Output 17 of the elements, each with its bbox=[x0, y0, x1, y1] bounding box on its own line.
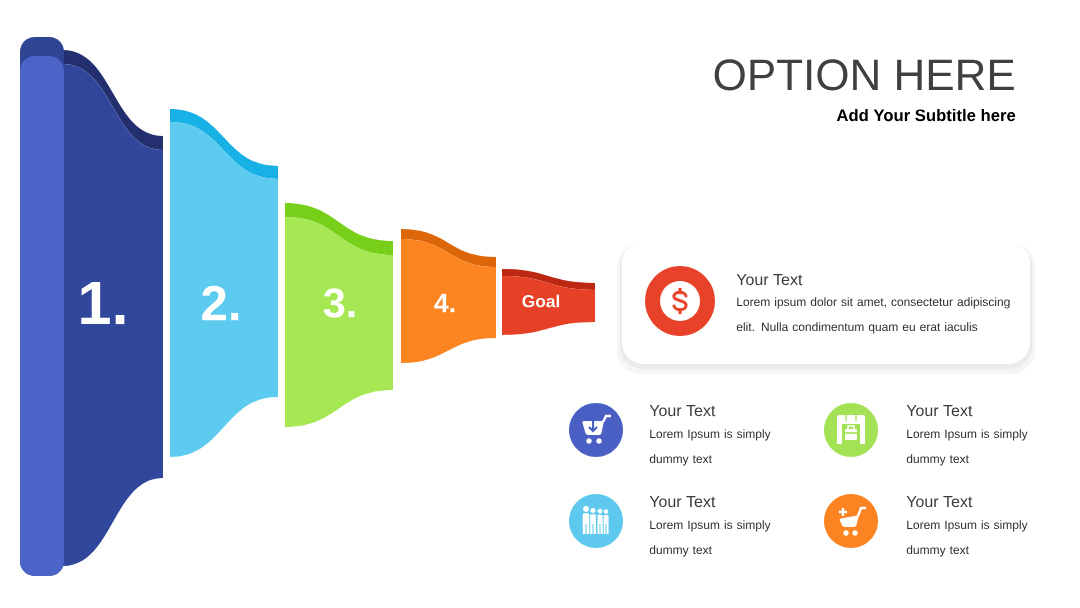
title: OPTION HERE bbox=[714, 59, 1014, 91]
body-text: Lorem Ipsum is simply dummy text bbox=[906, 520, 1028, 557]
body-text: Lorem ipsum dolor sit amet, consectetur adipiscing elit. Nulla condimentum quam eu erat iaculis bbox=[736, 297, 1010, 334]
funnel-segment: 2. bbox=[170, 109, 278, 457]
funnel-segment: Goal bbox=[502, 269, 595, 335]
funnel-segment: 1. bbox=[20, 37, 163, 576]
heading: Your Text bbox=[736, 274, 803, 286]
body-text: Lorem Ipsum is simply dummy text bbox=[906, 429, 1028, 466]
heading: Your Text bbox=[649, 496, 716, 508]
body-text: Lorem Ipsum is simply dummy text bbox=[649, 429, 771, 466]
heading: Your Text bbox=[906, 496, 973, 508]
funnel-segment: 3. bbox=[285, 203, 393, 427]
funnel-segment: 4. bbox=[401, 229, 496, 363]
body-text: Lorem Ipsum is simply dummy text bbox=[649, 520, 771, 557]
heading: Your Text bbox=[649, 405, 716, 417]
subtitle: Add Your Subtitle here bbox=[836, 108, 1016, 122]
heading: Your Text bbox=[906, 405, 973, 417]
